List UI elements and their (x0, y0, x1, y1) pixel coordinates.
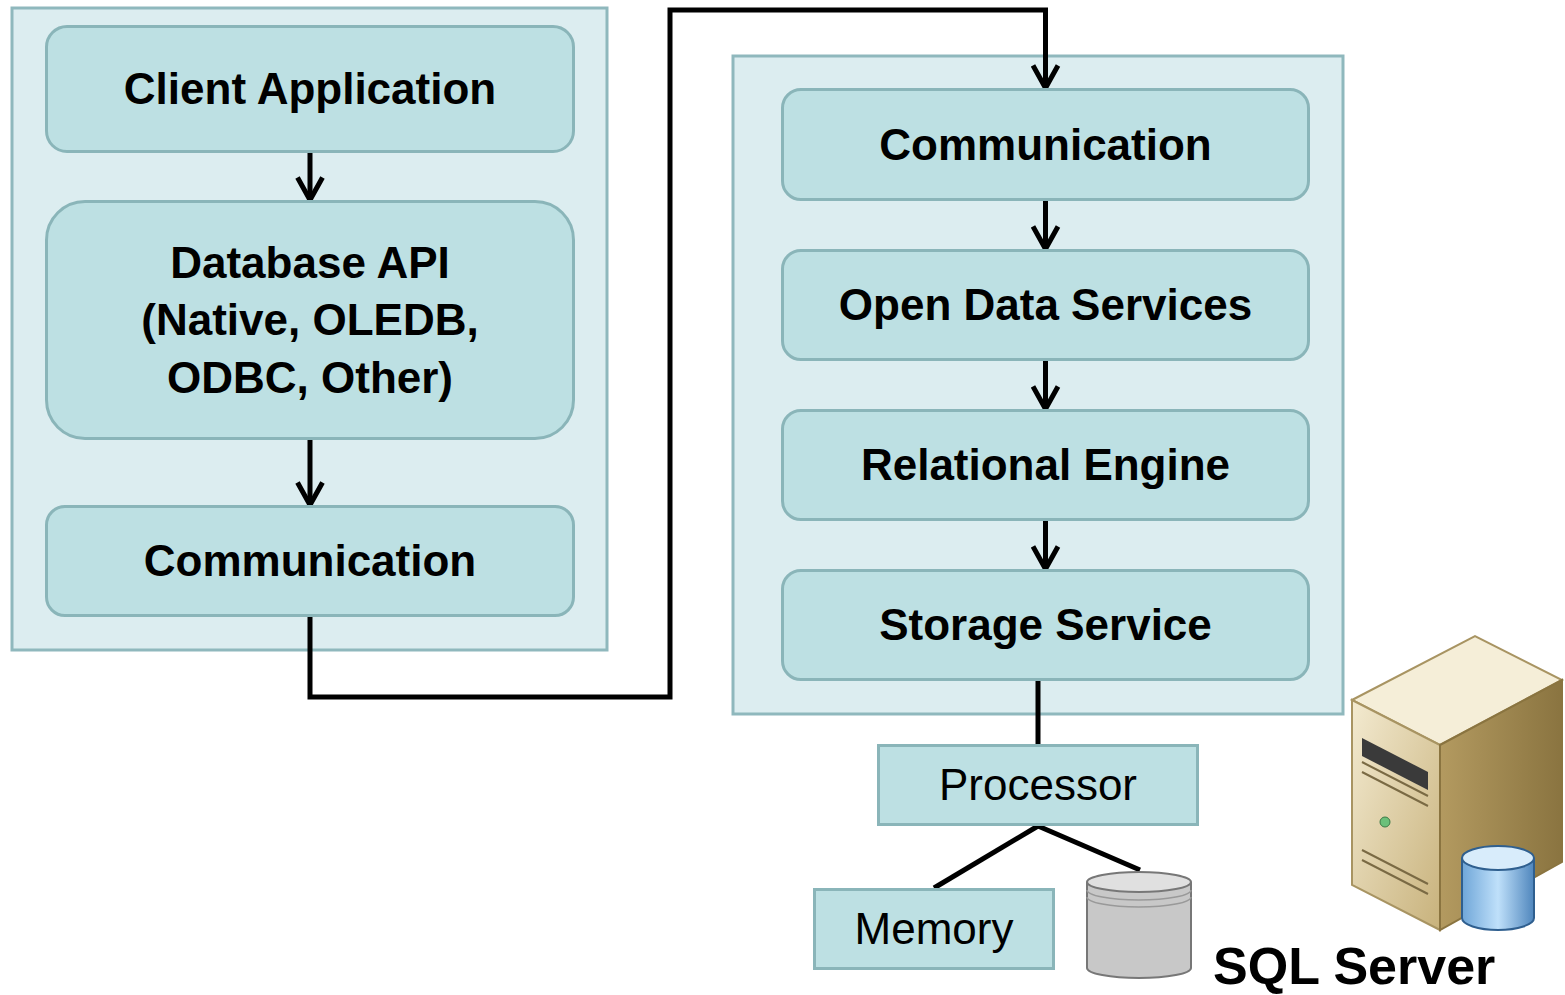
client-panel (12, 8, 607, 650)
box-text: Storage Service (879, 596, 1212, 653)
flow-arrow (1036, 681, 1041, 744)
process-box: Open Data Services (781, 249, 1310, 361)
server-label: SQL Server (1213, 936, 1495, 995)
disk-wire (1038, 826, 1140, 870)
server-panel (733, 56, 1343, 714)
process-box: Relational Engine (781, 409, 1310, 521)
process-box: Memory (813, 888, 1055, 970)
process-box: Client Application (45, 25, 575, 153)
box-text: Client Application (124, 60, 496, 117)
box-text: Communication (879, 116, 1211, 173)
box-text: Processor (939, 756, 1137, 813)
process-box: Processor (877, 744, 1199, 826)
box-text: Database API (Native, OLEDB, ODBC, Other… (110, 234, 510, 406)
box-text: Open Data Services (839, 276, 1252, 333)
flow-arrow (308, 440, 313, 505)
disk-symbol (1087, 872, 1191, 978)
flow-arrow (1043, 361, 1048, 409)
process-box: Storage Service (781, 569, 1310, 681)
box-text: Memory (855, 900, 1014, 957)
process-box: Database API (Native, OLEDB, ODBC, Other… (45, 200, 575, 440)
flow-arrow (1043, 521, 1048, 569)
process-box: Communication (781, 88, 1310, 201)
flow-arrow (308, 153, 313, 200)
flow-arrow (934, 826, 1038, 888)
flow-arrow (1043, 201, 1048, 249)
server-icon (1352, 636, 1562, 930)
process-box: Communication (45, 505, 575, 617)
box-text: Communication (144, 532, 476, 589)
box-text: Relational Engine (861, 436, 1230, 493)
